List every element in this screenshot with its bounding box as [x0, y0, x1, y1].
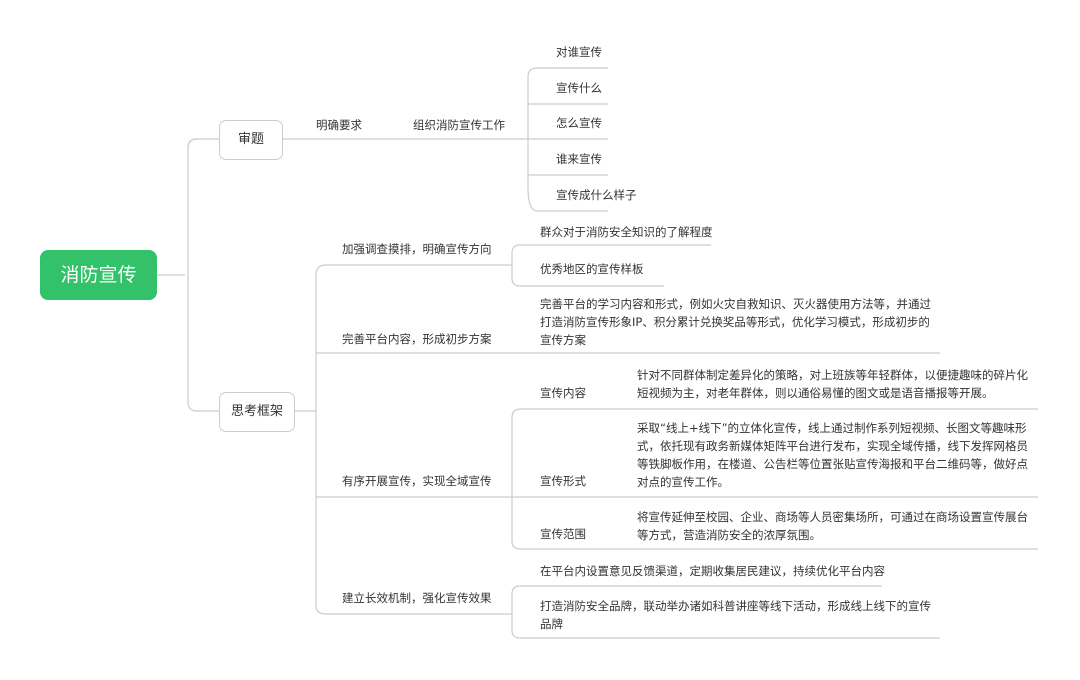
leaf-topic[interactable]: 打造消防安全品牌，联动举办诸如科普讲座等线下活动，形成线上线下的宣传品牌 [540, 599, 931, 631]
subtopic-platform[interactable]: 完善平台内容，形成初步方案 [342, 332, 492, 346]
leaf-topic[interactable]: 宣传什么 [556, 81, 602, 95]
detail-text[interactable]: 将宣传延伸至校园、企业、商场等人员密集场所，可通过在商场设置宣传展台等方式，营造… [637, 510, 1028, 542]
leaf-topic[interactable]: 对谁宣传 [556, 45, 602, 59]
topic-明确要求[interactable]: 明确要求 [316, 118, 362, 132]
detail-text[interactable]: 针对不同群体制定差异化的策略，对上班族等年轻群体，以便捷趣味的碎片化短视频为主，… [637, 368, 1028, 400]
leaf-topic[interactable]: 怎么宣传 [556, 116, 602, 130]
leaf-topic[interactable]: 谁来宣传 [556, 152, 602, 166]
leaf-topic[interactable]: 优秀地区的宣传样板 [540, 262, 644, 276]
subtopic-survey[interactable]: 加强调查摸排，明确宣传方向 [342, 242, 492, 256]
topic-宣传范围[interactable]: 宣传范围 [540, 527, 586, 541]
subtopic-rollout[interactable]: 有序开展宣传，实现全域宣传 [342, 474, 492, 488]
root-node[interactable]: 消防宣传 [40, 250, 157, 300]
subtopic-mechanism[interactable]: 建立长效机制，强化宣传效果 [342, 591, 492, 605]
topic-组织消防宣传工作[interactable]: 组织消防宣传工作 [413, 118, 505, 132]
leaf-topic[interactable]: 完善平台的学习内容和形式，例如火灾自救知识、灭火器使用方法等，并通过打造消防宣传… [540, 297, 931, 347]
branch-node-审题[interactable]: 审题 [219, 120, 283, 160]
topic-宣传内容[interactable]: 宣传内容 [540, 386, 586, 400]
topic-宣传形式[interactable]: 宣传形式 [540, 474, 586, 488]
branch-node-思考框架[interactable]: 思考框架 [219, 392, 295, 432]
detail-text[interactable]: 采取“线上+线下”的立体化宣传，线上通过制作系列短视频、长图文等趣味形式，依托现… [637, 421, 1028, 489]
leaf-topic[interactable]: 宣传成什么样子 [556, 188, 637, 202]
leaf-topic[interactable]: 群众对于消防安全知识的了解程度 [540, 225, 713, 239]
leaf-topic[interactable]: 在平台内设置意见反馈渠道，定期收集居民建议，持续优化平台内容 [540, 564, 885, 578]
